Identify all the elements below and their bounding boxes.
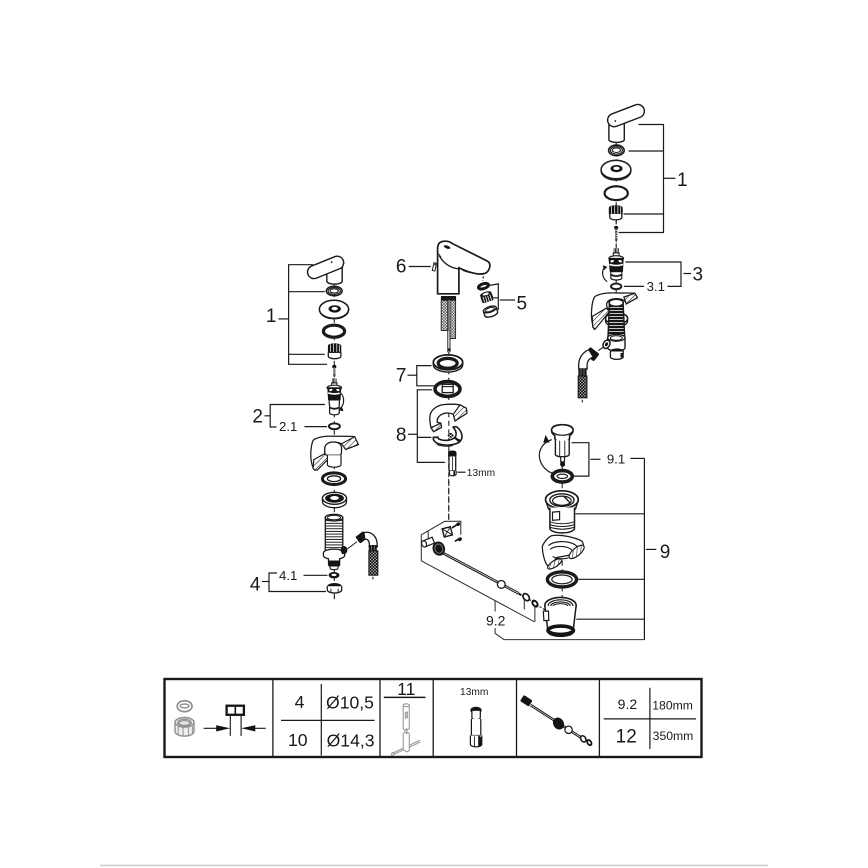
svg-text:3: 3 (693, 265, 704, 286)
svg-text:2: 2 (252, 407, 263, 428)
svg-text:9.1: 9.1 (607, 452, 625, 467)
svg-text:7: 7 (396, 366, 407, 387)
svg-text:4: 4 (295, 692, 305, 712)
svg-text:6: 6 (396, 257, 407, 278)
svg-text:13mm: 13mm (467, 468, 495, 479)
svg-text:Ø10,5: Ø10,5 (326, 693, 374, 713)
svg-text:13mm: 13mm (460, 687, 488, 698)
svg-text:1: 1 (677, 170, 688, 191)
svg-text:4.1: 4.1 (279, 568, 297, 583)
svg-text:5: 5 (517, 293, 528, 314)
svg-text:11: 11 (397, 679, 415, 699)
svg-text:3.1: 3.1 (647, 279, 665, 294)
svg-text:8: 8 (396, 425, 407, 446)
svg-text:9: 9 (660, 542, 671, 563)
svg-text:1: 1 (266, 306, 277, 327)
svg-text:2.1: 2.1 (279, 419, 297, 434)
svg-text:Ø14,3: Ø14,3 (327, 731, 375, 751)
svg-text:12: 12 (616, 726, 637, 747)
svg-text:4: 4 (250, 574, 261, 595)
svg-text:10: 10 (288, 730, 308, 750)
svg-text:9.2: 9.2 (618, 696, 638, 712)
svg-text:350mm: 350mm (653, 729, 694, 743)
svg-text:9.2: 9.2 (486, 613, 506, 629)
svg-text:180mm: 180mm (652, 698, 693, 712)
